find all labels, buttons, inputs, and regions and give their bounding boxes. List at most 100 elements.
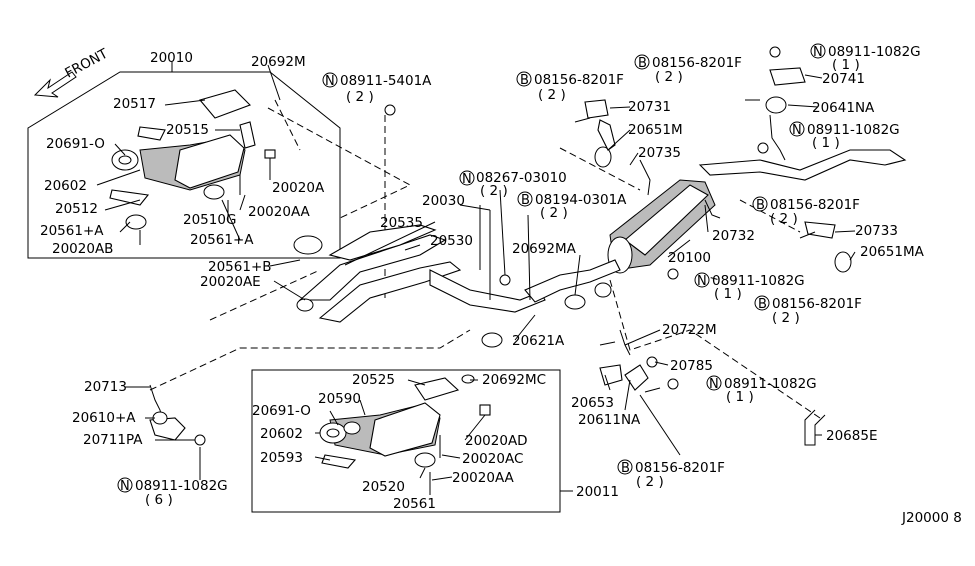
n-marker: N xyxy=(325,74,335,89)
label-n-08911-1082G-a-qty: ( 1 ) xyxy=(832,57,860,73)
label-n-08911-1082G-a: 08911-1082G xyxy=(828,44,921,60)
label-n-08267-03010: 08267-03010 xyxy=(476,170,567,186)
n-marker: N xyxy=(813,45,823,60)
label-20510G: 20510G xyxy=(183,212,236,228)
label-n-08267-03010-qty: ( 2 ) xyxy=(480,183,508,199)
n-marker: N xyxy=(120,479,130,494)
label-n-08911-1082G-e-qty: ( 6 ) xyxy=(145,492,173,508)
b-marker: B xyxy=(638,56,647,71)
label-20590: 20590 xyxy=(318,391,361,407)
lower-catalytic-converter xyxy=(319,374,491,490)
muffler-assembly xyxy=(481,149,907,348)
label-20561+A-b: 20561+A xyxy=(190,232,254,248)
box-20010-outline xyxy=(27,71,341,259)
label-20651MA: 20651MA xyxy=(860,244,925,260)
b-marker: B xyxy=(520,73,529,88)
front-exhaust-pipes xyxy=(293,224,546,323)
label-20520: 20520 xyxy=(362,479,405,495)
label-n-08911-1082G-e: 08911-1082G xyxy=(135,478,228,494)
label-20692MC: 20692MC xyxy=(482,372,546,388)
label-b-08194-0301A-qty: ( 2 ) xyxy=(540,205,568,221)
label-20100: 20100 xyxy=(668,250,711,266)
label-20722M: 20722M xyxy=(662,322,717,338)
label-20593: 20593 xyxy=(260,450,303,466)
label-20653: 20653 xyxy=(571,395,614,411)
b-marker: B xyxy=(756,198,765,213)
label-20535: 20535 xyxy=(380,215,423,231)
dashed-leaders xyxy=(149,99,821,419)
label-20713: 20713 xyxy=(84,379,127,395)
label-n-08911-5401A-qty: ( 2 ) xyxy=(346,89,374,105)
label-20561: 20561 xyxy=(393,496,436,512)
front-arrow-icon xyxy=(33,71,77,98)
label-20602-a: 20602 xyxy=(44,178,87,194)
n-marker: N xyxy=(709,377,719,392)
label-20561+B: 20561+B xyxy=(208,259,272,275)
label-b-08156-8201F-c-qty: ( 2 ) xyxy=(770,211,798,227)
label-n-08911-1082G-d-qty: ( 1 ) xyxy=(726,389,754,405)
label-20512: 20512 xyxy=(55,201,98,217)
n-marker: N xyxy=(697,274,707,289)
label-20020AE: 20020AE xyxy=(200,274,261,290)
label-20602-b: 20602 xyxy=(260,426,303,442)
diagram-code: J20000 8 xyxy=(901,510,962,526)
label-20651M: 20651M xyxy=(628,122,683,138)
label-b-08156-8201F-d-qty: ( 2 ) xyxy=(772,310,800,326)
label-leader-lines xyxy=(96,64,856,495)
part-labels: 20010 20692M 20517 20515 20691-O 20602 2… xyxy=(40,50,962,526)
label-20611NA: 20611NA xyxy=(578,412,641,428)
label-n-08911-1082G-c-qty: ( 1 ) xyxy=(714,286,742,302)
label-20011: 20011 xyxy=(576,484,619,500)
b-marker: B xyxy=(621,461,630,476)
label-n-08911-5401A: 08911-5401A xyxy=(340,73,432,89)
label-20731: 20731 xyxy=(628,99,671,115)
front-label: FRONT xyxy=(62,45,111,81)
label-n-08911-1082G-d: 08911-1082G xyxy=(724,376,817,392)
b-marker: B xyxy=(758,297,767,312)
label-20691-o-a: 20691-O xyxy=(46,136,105,152)
label-b-08156-8201F-d: 08156-8201F xyxy=(772,296,862,312)
box-20011-outline xyxy=(251,369,561,513)
label-20030: 20030 xyxy=(422,193,465,209)
label-20621A: 20621A xyxy=(512,333,565,349)
label-20020AD: 20020AD xyxy=(465,433,528,449)
label-20010: 20010 xyxy=(150,50,193,66)
label-20530: 20530 xyxy=(430,233,473,249)
label-20020AA-a: 20020AA xyxy=(248,204,311,220)
label-b-08156-8201F-c: 08156-8201F xyxy=(770,197,860,213)
label-n-08911-1082G-c: 08911-1082G xyxy=(712,273,805,289)
n-marker: N xyxy=(792,123,802,138)
label-b-08156-8201F-b-qty: ( 2 ) xyxy=(655,69,683,85)
label-20785: 20785 xyxy=(670,358,713,374)
label-20020AB: 20020AB xyxy=(52,241,113,257)
upper-catalytic-converter xyxy=(109,89,276,245)
label-b-08194-0301A: 08194-0301A xyxy=(535,192,627,208)
hanger-brackets xyxy=(384,46,852,446)
label-b-08156-8201F-b: 08156-8201F xyxy=(652,55,742,71)
label-20641NA: 20641NA xyxy=(812,100,875,116)
label-n-08911-1082G-b-qty: ( 1 ) xyxy=(812,135,840,151)
label-20732: 20732 xyxy=(712,228,755,244)
label-20525: 20525 xyxy=(352,372,395,388)
label-20691-o-b: 20691-O xyxy=(252,403,311,419)
label-20610+A: 20610+A xyxy=(72,410,136,426)
label-20711PA: 20711PA xyxy=(83,432,143,448)
label-b-08156-8201F-e-qty: ( 2 ) xyxy=(636,474,664,490)
label-b-08156-8201F-a-qty: ( 2 ) xyxy=(538,87,566,103)
label-20692M: 20692M xyxy=(251,54,306,70)
label-b-08156-8201F-a: 08156-8201F xyxy=(534,72,624,88)
b-marker: B xyxy=(521,193,530,208)
n-marker: N xyxy=(462,172,472,187)
oxygen-sensor-parts xyxy=(149,384,206,446)
label-20733: 20733 xyxy=(855,223,898,239)
label-n-08911-1082G-b: 08911-1082G xyxy=(807,122,900,138)
label-20020AA-b: 20020AA xyxy=(452,470,515,486)
label-20685E: 20685E xyxy=(826,428,877,444)
label-20735: 20735 xyxy=(638,145,681,161)
label-20741: 20741 xyxy=(822,71,865,87)
label-20517: 20517 xyxy=(113,96,156,112)
marked-part-labels: N 08911-5401A ( 2 ) N 08267-03010 ( 2 ) … xyxy=(117,43,921,508)
label-20692MA: 20692MA xyxy=(512,241,577,257)
label-20561+A-a: 20561+A xyxy=(40,223,104,239)
